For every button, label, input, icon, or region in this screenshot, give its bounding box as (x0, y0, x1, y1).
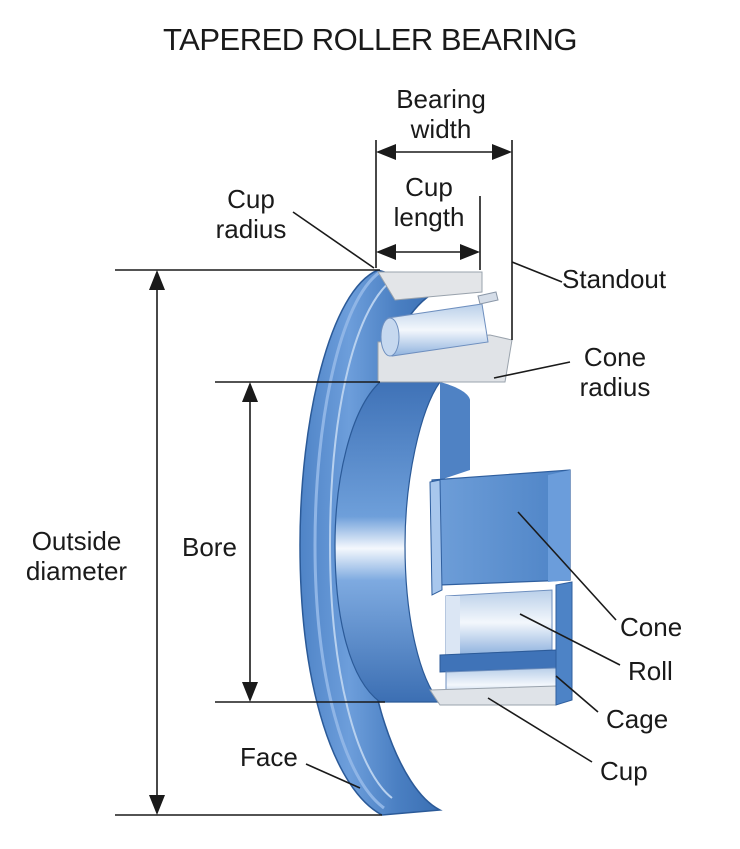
cone-leader (517, 511, 617, 621)
roll-leader (519, 613, 621, 666)
cone-radius-leader (493, 361, 571, 379)
standout-leader (511, 261, 563, 283)
arrowheads (149, 144, 512, 815)
face-label: Face (240, 742, 298, 772)
cup-length-arrowhead-right (460, 244, 480, 260)
diagram-title: TAPERED ROLLER BEARING (163, 22, 577, 57)
cup-leader (487, 697, 593, 763)
cup-lower-section (429, 581, 573, 706)
outside-diameter-label-line-2: diameter (25, 556, 128, 586)
cage-leader (555, 675, 599, 713)
standout-label: Standout (562, 264, 667, 294)
cup-length-label-line-2: length (393, 202, 465, 232)
cup-radius-leader (292, 211, 375, 269)
bore-label: Bore (182, 532, 237, 562)
outside-diameter-label: Outside diameter (14, 526, 139, 586)
cone-radius-label-line-2: radius (579, 372, 651, 402)
bore-arrowhead-top (242, 382, 258, 402)
cup-length-label-line-1: Cup (405, 172, 453, 202)
cup-radius-label-line-2: radius (215, 214, 287, 244)
bore-arrowhead-bottom (242, 682, 258, 702)
top-roller (380, 291, 499, 357)
cup-label: Cup (600, 756, 648, 786)
cup-radius-label-line-1: Cup (227, 184, 275, 214)
bearing-width-label-line-1: Bearing (396, 84, 486, 114)
outside-diameter-label-line-1: Outside (31, 526, 122, 556)
cup-length-label: Cup length (384, 172, 474, 232)
cone-cross-section (429, 469, 571, 596)
bearing-width-arrowhead-left (376, 144, 396, 160)
cone-label: Cone (620, 612, 683, 642)
cage-label: Cage (606, 704, 669, 734)
outside-diameter-arrowhead-top (149, 270, 165, 290)
cone-radius-label: Cone radius (560, 342, 670, 402)
cone-radius-label-line-1: Cone (583, 342, 647, 372)
cup-length-arrowhead-left (376, 244, 396, 260)
cup-outer-ring (299, 269, 443, 816)
face-leader (305, 763, 361, 789)
bore-surface (334, 381, 470, 703)
outside-diameter-arrowhead-bottom (149, 795, 165, 815)
bearing-width-label: Bearing width (386, 84, 496, 144)
bearing-width-label-line-2: width (410, 114, 472, 144)
cup-radius-label: Cup radius (196, 184, 306, 244)
dimension-lines (115, 140, 621, 816)
bearing-width-arrowhead-right (492, 144, 512, 160)
roll-label: Roll (628, 656, 673, 686)
